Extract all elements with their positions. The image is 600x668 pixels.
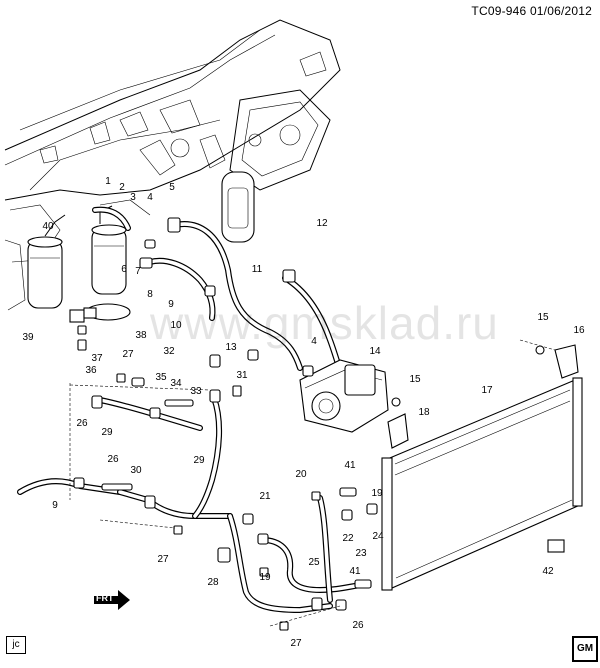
callout-c35: 35 xyxy=(155,372,167,383)
callout-c30: 30 xyxy=(130,465,142,476)
accumulator-bracket xyxy=(69,303,131,323)
callout-c9b: 9 xyxy=(52,500,58,511)
callout-c41a: 41 xyxy=(344,460,356,471)
evaporator-case xyxy=(221,171,255,243)
callout-c26a: 26 xyxy=(76,418,88,429)
callout-c28: 28 xyxy=(207,577,219,588)
callout-c4b: 4 xyxy=(311,336,317,347)
callout-c37: 37 xyxy=(91,353,103,364)
callout-c19a: 19 xyxy=(371,488,383,499)
body-structure xyxy=(4,19,341,311)
callout-c27b: 27 xyxy=(157,554,169,565)
callout-c6: 6 xyxy=(121,264,127,275)
callout-c32: 32 xyxy=(163,346,175,357)
callout-c13: 13 xyxy=(225,342,237,353)
callout-c10: 10 xyxy=(170,320,182,331)
condenser xyxy=(381,377,583,591)
compressor xyxy=(299,359,389,433)
callout-c20: 20 xyxy=(295,469,307,480)
watermark: www.gmsklad.ru xyxy=(150,297,499,349)
diagram-header: TC09-946 01/06/2012 xyxy=(471,4,592,18)
accumulator-left xyxy=(27,214,66,309)
callout-c14: 14 xyxy=(369,346,381,357)
callout-c16: 16 xyxy=(573,325,585,336)
callout-c31: 31 xyxy=(236,370,248,381)
callout-c34: 34 xyxy=(170,378,182,389)
front-direction-label: FRT xyxy=(96,593,114,603)
callout-c25: 25 xyxy=(308,557,320,568)
callout-c40: 40 xyxy=(42,221,54,232)
callout-c27c: 27 xyxy=(290,638,302,649)
callout-c26c: 26 xyxy=(352,620,364,631)
callout-c17: 17 xyxy=(481,385,493,396)
callout-c41b: 41 xyxy=(349,566,361,577)
callout-c23: 23 xyxy=(355,548,367,559)
front-arrow-icon xyxy=(94,590,130,610)
callout-c36: 36 xyxy=(85,365,97,376)
callout-c29b: 29 xyxy=(193,455,205,466)
callout-c15a: 15 xyxy=(537,312,549,323)
callout-c26b: 26 xyxy=(107,454,119,465)
callout-c12: 12 xyxy=(316,218,328,229)
callout-c5: 5 xyxy=(169,182,175,193)
callout-c15b: 15 xyxy=(409,374,421,385)
leader-lines xyxy=(69,339,556,627)
hoses-lower xyxy=(17,395,371,613)
ref-code: TC09-946 xyxy=(471,4,527,18)
callout-c4: 4 xyxy=(147,192,153,203)
callout-c42: 42 xyxy=(542,566,554,577)
callout-c8: 8 xyxy=(147,289,153,300)
callout-c1: 1 xyxy=(105,176,111,187)
fittings xyxy=(73,217,378,631)
callout-c29a: 29 xyxy=(101,427,113,438)
callout-c21: 21 xyxy=(259,491,271,502)
callout-c18: 18 xyxy=(418,407,430,418)
callout-c7: 7 xyxy=(135,266,141,277)
callout-c27a: 27 xyxy=(122,349,134,360)
callout-c39: 39 xyxy=(22,332,34,343)
corner-code-badge: jc xyxy=(6,636,26,654)
callout-c24: 24 xyxy=(372,531,384,542)
callout-c11: 11 xyxy=(252,264,263,275)
callout-c9a: 9 xyxy=(168,299,174,310)
callout-c2: 2 xyxy=(119,182,125,193)
callout-c22: 22 xyxy=(342,533,354,544)
condenser-brackets xyxy=(387,344,579,553)
gm-logo-badge: GM xyxy=(572,636,598,662)
front-direction-indicator: FRT xyxy=(92,588,132,612)
callout-c3: 3 xyxy=(130,192,136,203)
callout-c19b: 19 xyxy=(259,572,271,583)
diagram-date: 01/06/2012 xyxy=(529,4,592,18)
callout-c38: 38 xyxy=(135,330,147,341)
callout-c33: 33 xyxy=(190,386,202,397)
